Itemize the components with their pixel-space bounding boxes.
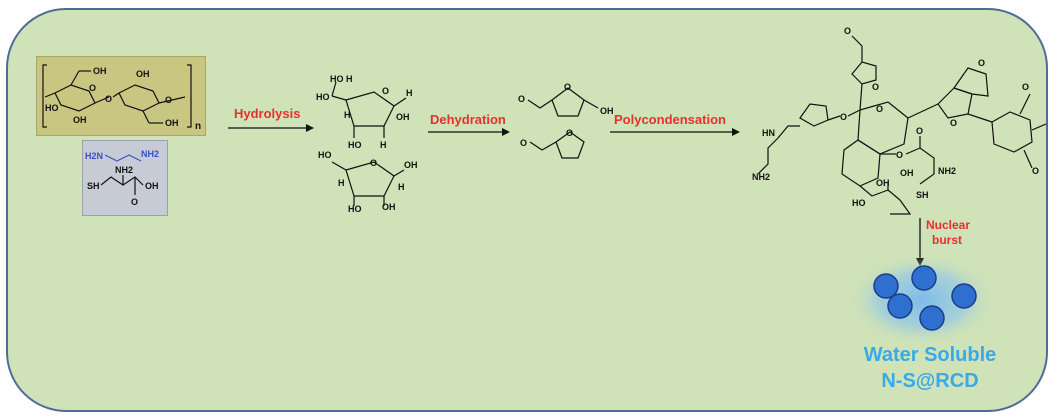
carbon-dot <box>873 273 899 299</box>
atom-label: O <box>872 82 879 92</box>
atom-label: H <box>338 178 345 188</box>
atom-label: NH2 <box>938 166 956 176</box>
dehydration-arrow <box>428 128 510 136</box>
atom-label: OH <box>876 178 890 188</box>
atom-label: NH2 <box>141 149 159 159</box>
atom-label: O <box>1022 82 1029 92</box>
atom-label: HO <box>330 74 344 84</box>
atom-label: HO <box>348 140 362 150</box>
atom-label: O <box>566 128 573 138</box>
atom-label: OH <box>93 66 107 76</box>
atom-label: O <box>518 94 525 104</box>
atom-label: SH <box>87 181 100 191</box>
atom-label: O <box>1032 166 1039 176</box>
atom-label: O <box>978 58 985 68</box>
product-label-line2: N-S@RCD <box>881 370 979 392</box>
cellulose-structure-box: OH OH HO O O OH OH O n <box>36 56 206 136</box>
nuclear-burst-label-line2: burst <box>932 233 962 247</box>
atom-label: O <box>520 138 527 148</box>
atom-label: O <box>105 94 112 104</box>
atom-label: HO <box>316 92 330 102</box>
atom-label: O <box>165 95 172 105</box>
atom-label: NH2 <box>752 172 770 182</box>
atom-label: H <box>406 88 413 98</box>
atom-label: OH <box>600 106 614 116</box>
amine-cysteine-box: H2N NH2 NH2 SH OH O <box>82 140 168 216</box>
atom-label: O <box>370 158 377 168</box>
atom-label: OH <box>900 168 914 178</box>
hydrolysis-arrow <box>228 124 314 132</box>
atom-label: OH <box>382 202 396 212</box>
atom-label: O <box>916 126 923 136</box>
atom-label: SH <box>916 190 929 200</box>
atom-label: H <box>344 110 351 120</box>
atom-label: OH <box>73 115 87 125</box>
atom-label: OH <box>396 112 410 122</box>
ethylenediamine-cysteine-structure: H2N NH2 NH2 SH OH O <box>85 149 159 207</box>
product-label-line1: Water Soluble <box>863 344 997 366</box>
atom-label: O <box>382 86 389 96</box>
atom-label: O <box>844 26 851 36</box>
atom-label: OH <box>136 69 150 79</box>
atom-label: O <box>131 197 138 207</box>
carbon-dots-illustration <box>848 256 996 346</box>
atom-label: HN <box>762 128 775 138</box>
atom-label: H <box>346 74 353 84</box>
atom-label: OH <box>165 118 179 128</box>
carbon-dot <box>919 305 945 331</box>
atom-label: O <box>564 82 571 92</box>
carbon-dot <box>911 265 937 291</box>
atom-label: HO <box>348 204 362 212</box>
atom-label: OH <box>145 181 159 191</box>
furan-structures: O O OH O O <box>518 82 614 159</box>
atom-label: O <box>840 112 847 122</box>
polycondensation-arrow <box>610 128 740 136</box>
atom-label: O <box>896 150 903 160</box>
atom-label: H <box>398 182 405 192</box>
repeat-unit-n: n <box>195 121 201 132</box>
atom-label: O <box>950 118 957 128</box>
fructose-structures: HO HO H O H OH H HO H HO O OH H H HO OH <box>316 74 418 212</box>
atom-label: OH <box>404 160 418 170</box>
nuclear-burst-label-line1: Nuclear <box>926 218 971 232</box>
atom-label: H <box>380 140 387 150</box>
dehydration-label: Dehydration <box>430 112 506 127</box>
atom-label: NH2 <box>115 165 133 175</box>
atom-label: H2N <box>85 151 103 161</box>
cellulose-structure: OH OH HO O O OH OH O n <box>42 64 201 132</box>
carbon-dot <box>887 293 913 319</box>
atom-label: O <box>89 83 96 93</box>
atom-label: O <box>876 104 883 114</box>
atom-label: HO <box>852 198 866 208</box>
atom-label: HO <box>45 103 59 113</box>
carbon-dot <box>951 283 977 309</box>
hydrolysis-label: Hydrolysis <box>234 106 301 121</box>
polycondensation-label: Polycondensation <box>614 112 726 127</box>
polymer-structure: HN NH2 O O O O O O O O O O <box>752 26 1047 215</box>
atom-label: HO <box>318 150 332 160</box>
